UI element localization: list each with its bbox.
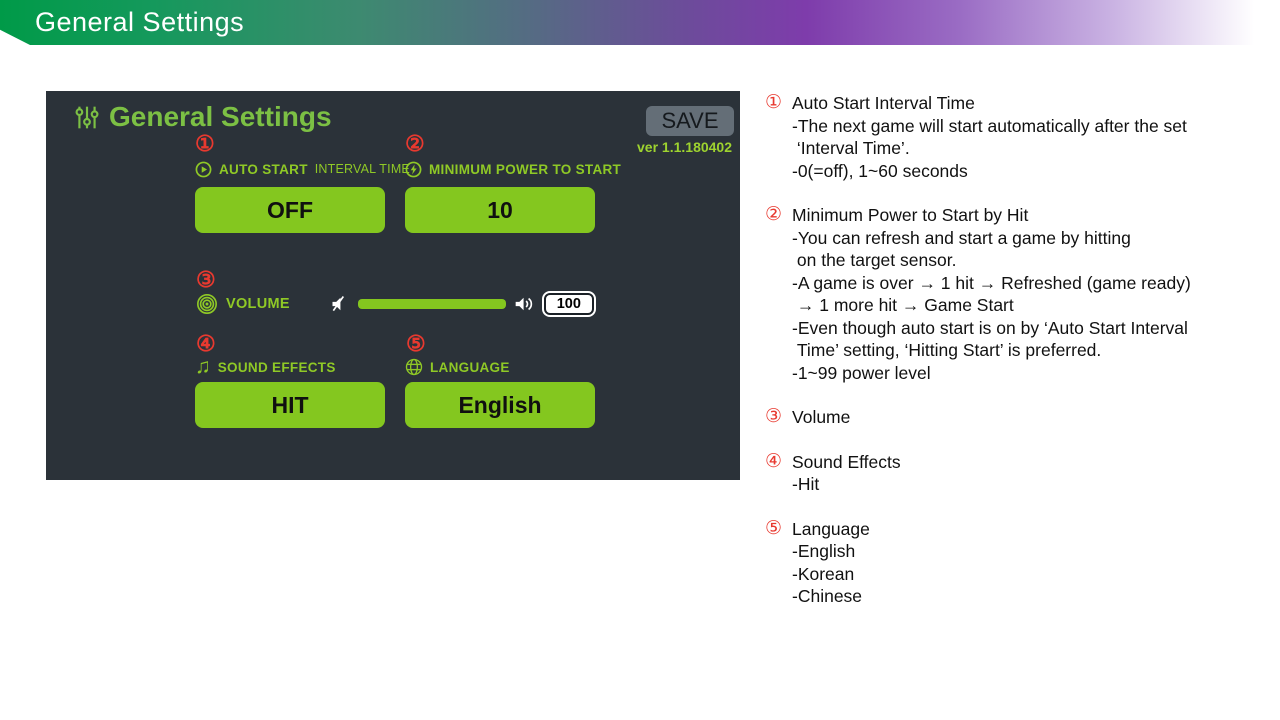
note-section-3: ③ Volume xyxy=(765,406,1270,429)
note-line: -The next game will start automatically … xyxy=(792,115,1187,136)
min-power-label: MINIMUM POWER TO START xyxy=(405,159,621,179)
music-notes-icon: ♫ xyxy=(195,355,211,378)
note-title: Sound Effects xyxy=(792,451,901,472)
note-section-4: ④ Sound Effects-Hit xyxy=(765,451,1270,496)
note-line: -1~99 power level xyxy=(792,362,931,383)
panel-number-1: ① xyxy=(195,131,215,156)
auto-start-value-button[interactable]: OFF xyxy=(195,187,385,233)
save-button[interactable]: SAVE xyxy=(646,106,734,136)
page-header-banner: General Settings xyxy=(0,0,1280,45)
min-power-value-button[interactable]: 10 xyxy=(405,187,595,233)
speaker-icon[interactable] xyxy=(514,294,534,314)
general-settings-panel: General Settings SAVE ver 1.1.180402 ① ②… xyxy=(46,91,740,480)
globe-icon xyxy=(405,358,423,376)
note-line: -Hit xyxy=(792,474,820,494)
version-label: ver 1.1.180402 xyxy=(637,139,732,155)
volume-target-icon xyxy=(196,293,218,315)
note-number: ⑤ xyxy=(765,517,783,539)
sound-effects-value-button[interactable]: HIT xyxy=(195,382,385,428)
note-line: -A game is over → 1 hit → Refreshed (gam… xyxy=(792,272,1191,293)
note-line: -Even though auto start is on by ‘Auto S… xyxy=(792,317,1188,338)
note-title: Language xyxy=(792,518,870,539)
panel-title: General Settings xyxy=(109,101,332,132)
min-power-label-text: MINIMUM POWER TO START xyxy=(429,161,622,177)
page-title: General Settings xyxy=(35,7,245,37)
volume-slider[interactable] xyxy=(357,299,506,309)
panel-number-2: ② xyxy=(405,131,425,156)
note-title: Minimum Power to Start by Hit xyxy=(792,205,1029,225)
note-title: Auto Start Interval Time xyxy=(792,93,975,113)
note-number: ① xyxy=(765,92,783,113)
note-line: -English xyxy=(792,541,856,561)
panel-number-4: ④ xyxy=(196,331,216,356)
auto-start-label-text: AUTO START xyxy=(219,161,308,177)
note-line: on the target sensor. xyxy=(792,250,957,270)
sound-effects-label: ♫ SOUND EFFECTS xyxy=(195,355,336,378)
sliders-icon xyxy=(74,104,100,131)
volume-value-box[interactable]: 100 xyxy=(543,293,594,315)
note-line: Time’ setting, ‘Hitting Start’ is prefer… xyxy=(792,340,1102,360)
language-label-text: LANGUAGE xyxy=(430,359,510,375)
note-line: -0(=off), 1~60 seconds xyxy=(792,160,968,181)
note-section-2: ② Minimum Power to Start by Hit-You can r… xyxy=(765,204,1270,384)
sound-effects-label-text: SOUND EFFECTS xyxy=(217,359,336,375)
note-line: → 1 more hit → Game Start xyxy=(792,295,1014,315)
mute-icon[interactable] xyxy=(330,294,350,314)
note-number: ③ xyxy=(765,406,783,427)
language-value-button[interactable]: English xyxy=(405,382,595,428)
language-label: LANGUAGE xyxy=(405,357,510,377)
play-circle-icon xyxy=(195,161,212,178)
interval-time-label-text: INTERVAL TIME xyxy=(314,162,410,176)
note-number: ② xyxy=(765,204,783,225)
volume-row: VOLUME 100 xyxy=(196,292,594,316)
volume-label: VOLUME xyxy=(226,296,290,312)
panel-number-3: ③ xyxy=(196,267,216,292)
panel-title-row: General Settings xyxy=(74,101,332,133)
note-line: -Chinese xyxy=(792,586,863,606)
note-section-1: ① Auto Start Interval Time-The next game … xyxy=(765,92,1270,182)
note-line: -Korean xyxy=(792,563,855,584)
note-line: ‘Interval Time’. xyxy=(792,138,910,158)
notes-column: ① Auto Start Interval Time-The next game … xyxy=(765,92,1270,630)
note-number: ④ xyxy=(765,450,783,472)
panel-number-5: ⑤ xyxy=(406,331,426,356)
note-line: -You can refresh and start a game by hit… xyxy=(792,227,1131,248)
auto-start-label: AUTO START INTERVAL TIME xyxy=(195,159,410,179)
power-circle-icon xyxy=(405,161,422,178)
note-section-5: ⑤ Language-English-Korean-Chinese xyxy=(765,518,1270,608)
note-title: Volume xyxy=(792,407,851,427)
